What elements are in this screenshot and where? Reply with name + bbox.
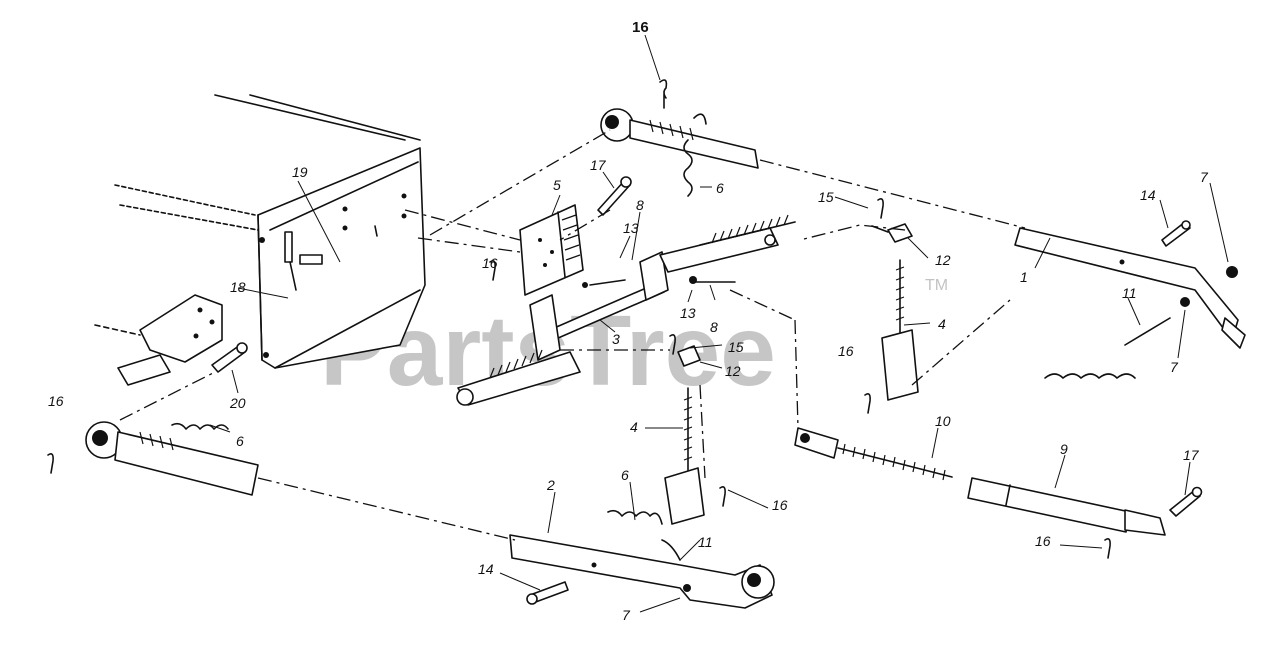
callout-labels: 16 6 17 5 13 8 16 19 18 20 16 6 3 13 8 1… [48, 19, 1209, 623]
hair-pin-16-mid [489, 260, 496, 281]
clevis-12-mid [669, 334, 701, 367]
label-7-right: 7 [1170, 359, 1179, 375]
label-16-left: 16 [48, 393, 64, 409]
lower-lift-arm [456, 349, 581, 406]
hair-pin-16-low2 [1104, 538, 1111, 559]
label-16-mid: 16 [482, 255, 498, 271]
label-18: 18 [230, 279, 246, 295]
bolt-14-low [526, 581, 569, 605]
rockshaft-3 [529, 251, 669, 361]
label-16-low: 16 [1035, 533, 1051, 549]
upper-link-arm-end [600, 108, 759, 197]
label-7-low: 7 [622, 607, 631, 623]
lift-screw-4-low [664, 387, 705, 525]
label-12-mid: 12 [725, 363, 741, 379]
label-17-top: 17 [590, 157, 607, 173]
chain-6-low [607, 509, 681, 561]
label-16-top: 16 [632, 19, 649, 36]
label-15-right: 15 [818, 189, 834, 205]
label-7-top: 7 [1200, 169, 1209, 185]
label-16-right: 16 [838, 343, 854, 359]
pin-17-top [597, 176, 632, 216]
label-20: 20 [229, 395, 246, 411]
left-mounting-bracket [94, 294, 223, 386]
link-arm-2 [509, 534, 775, 609]
label-4-low: 4 [630, 419, 638, 435]
bolt-14-right [1161, 220, 1191, 247]
label-1: 1 [1020, 269, 1028, 285]
label-2: 2 [546, 477, 555, 493]
left-lower-link-arm [85, 421, 259, 496]
label-11-right: 11 [1122, 285, 1137, 301]
label-4-right: 4 [938, 316, 946, 332]
label-19: 19 [292, 164, 308, 180]
upper-lift-arm [659, 214, 796, 273]
clevis-12-right [871, 198, 913, 243]
label-6-low: 6 [621, 467, 629, 483]
bolt-8-upper [582, 279, 626, 288]
chain-11-right [1044, 297, 1190, 379]
adjust-rod-10 [794, 427, 953, 481]
assembly-lines [119, 129, 1026, 541]
label-9: 9 [1060, 441, 1068, 457]
link-arm-1 [1014, 227, 1246, 349]
label-16-low2: 16 [772, 497, 788, 513]
label-17-right: 17 [1183, 447, 1200, 463]
label-15-mid: 15 [728, 339, 744, 355]
hair-pin-16-low [719, 486, 726, 507]
pin-17-right [1169, 486, 1203, 517]
pin-20 [211, 342, 248, 373]
hair-pin-16-left [47, 453, 54, 474]
nut-7-top [1226, 266, 1238, 278]
label-6-top: 6 [716, 180, 724, 196]
hair-pin-16-top [659, 79, 668, 109]
hair-pin-16-right [864, 393, 871, 414]
label-14-top: 14 [1140, 187, 1156, 203]
label-8-b: 8 [710, 319, 718, 335]
label-13-b: 13 [680, 305, 696, 321]
label-6-left: 6 [236, 433, 244, 449]
label-13-a: 13 [623, 220, 639, 236]
label-14-low: 14 [478, 561, 494, 577]
adjust-tube-9 [967, 477, 1166, 536]
label-12-right: 12 [935, 252, 951, 268]
leader-lines [209, 34, 1229, 613]
label-3: 3 [612, 331, 620, 347]
tractor-rear-frame [114, 94, 426, 369]
lift-screw-4-right [881, 259, 919, 401]
label-5: 5 [553, 177, 561, 193]
watermark-trademark: TM [925, 277, 948, 294]
label-10: 10 [935, 413, 951, 429]
mounting-plate-5 [519, 204, 584, 296]
bolt-8-lower [689, 276, 736, 284]
label-11-low: 11 [698, 534, 713, 550]
label-8-a: 8 [636, 197, 644, 213]
